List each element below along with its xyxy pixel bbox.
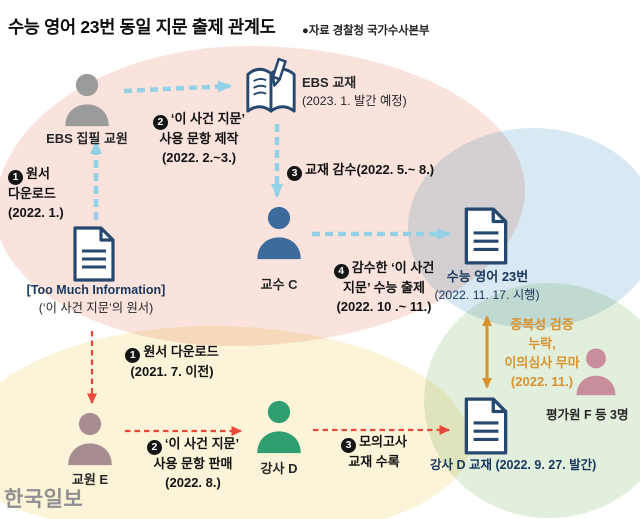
- person-icon-evaluator-f: [576, 348, 616, 396]
- book-icon-ebs-textbook: [246, 57, 296, 113]
- label-professor-c: 교수 C: [260, 277, 298, 292]
- person-icon-professor-c: [257, 206, 301, 260]
- background-blob-green: [424, 283, 640, 518]
- sublabel-original-book: (‘이 사건 지문’의 원서): [38, 301, 154, 315]
- pencil-icon: [271, 57, 287, 87]
- step-create-items: 2‘이 사건 지문’ 사용 문항 제작 (2022. 2.~3.): [138, 110, 260, 168]
- label-ebs-teacher: EBS 집필 교원: [46, 131, 128, 146]
- hankookilbo-logo: 한국일보: [4, 488, 84, 511]
- step-badge: 1: [8, 170, 23, 186]
- person-icon-instructor-d: [257, 400, 301, 454]
- label-instructor-d-book: 강사 D 교재 (2022. 9. 27. 발간): [430, 458, 597, 472]
- step-badge: 2: [152, 115, 168, 131]
- source-credit: ●자료 경찰청 국가수사본부: [302, 25, 430, 37]
- sublabel-csat-doc: (2022. 11. 17. 시행): [434, 288, 540, 302]
- step-badge: 2: [146, 440, 162, 456]
- sublabel-ebs-book: (2023. 1. 발간 예정): [302, 94, 407, 108]
- label-evaluator-f: 평가원 F 등 3명: [546, 408, 629, 422]
- label-instructor-d: 강사 D: [260, 461, 298, 476]
- step-badge: 3: [287, 166, 302, 182]
- document-icon-original-book: [73, 226, 115, 282]
- person-icon-ebs-teacher: [65, 73, 109, 127]
- step-sell-items: 2‘이 사건 지문’ 사용 문항 판매 (2022. 8.): [133, 435, 253, 493]
- label-ebs-book: EBS 교재: [302, 75, 357, 90]
- person-icon-teacher-e: [68, 412, 112, 466]
- document-icon-csat-english-23: [464, 207, 508, 265]
- label-teacher-e: 교원 E: [71, 472, 109, 487]
- page-title: 수능 영어 23번 동일 지문 출제 관계도: [8, 17, 276, 37]
- step-badge: 3: [341, 438, 357, 454]
- document-icon-instructor-d-book: [464, 397, 508, 455]
- step-badge: 1: [125, 348, 141, 364]
- step-badge: 4: [333, 264, 349, 280]
- annotation-duplication-check: 중복성 검증 누락, 이의심사 무마 (2022. 11.): [504, 317, 580, 389]
- label-csat-doc: 수능 영어 23번: [446, 269, 529, 284]
- label-original-book: [Too Much Information]: [26, 283, 166, 297]
